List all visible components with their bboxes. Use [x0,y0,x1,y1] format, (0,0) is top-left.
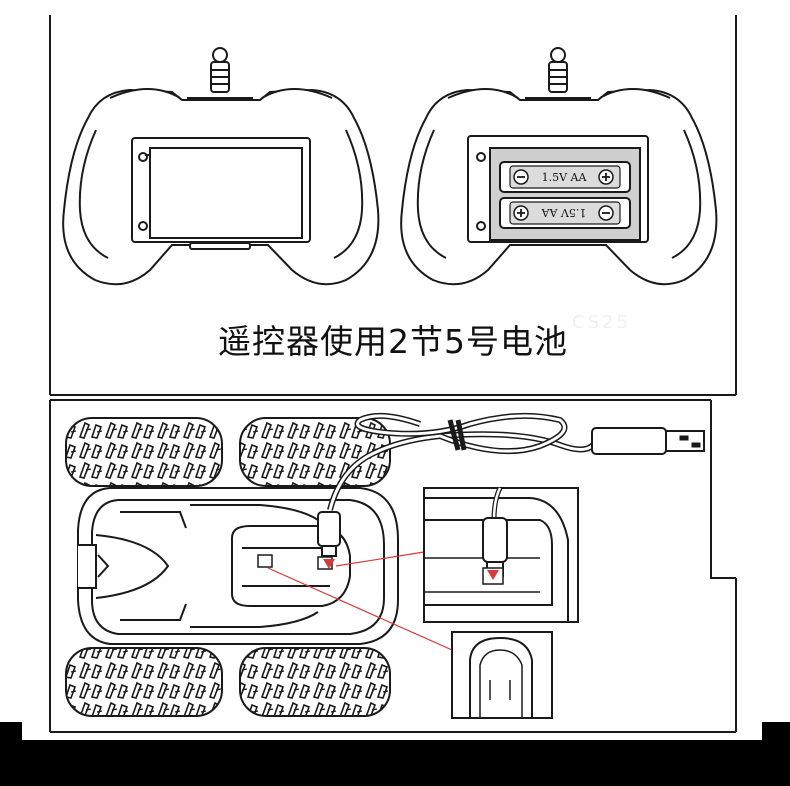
wheel-rear-right [239,647,391,717]
bottom-panel [49,399,737,733]
joystick [525,47,591,104]
remote-controller-closed [62,47,380,286]
zoom-inset-socket [451,631,553,719]
car-top-view [65,417,399,717]
battery-1-label: 1.5V AA [542,171,588,184]
remote-controller-open [400,47,718,286]
usb-charging-cable [317,412,705,557]
wheel-front-left [65,417,223,487]
battery-1 [499,161,631,193]
watermark-text: CS25 [572,312,631,333]
top-panel [49,15,737,396]
zoom-inset-plug [423,486,579,623]
joystick [187,47,253,104]
callout-lines [267,551,453,651]
battery-2-label: 1.5V AA [541,206,587,219]
insert-arrow-inset [487,570,499,580]
battery-2 [499,197,631,229]
insert-arrow-main [323,559,335,569]
bottom-black-band [0,722,790,786]
battery-instruction-caption: 遥控器使用2节5号电池 [218,322,568,361]
wheel-rear-left [65,647,223,717]
